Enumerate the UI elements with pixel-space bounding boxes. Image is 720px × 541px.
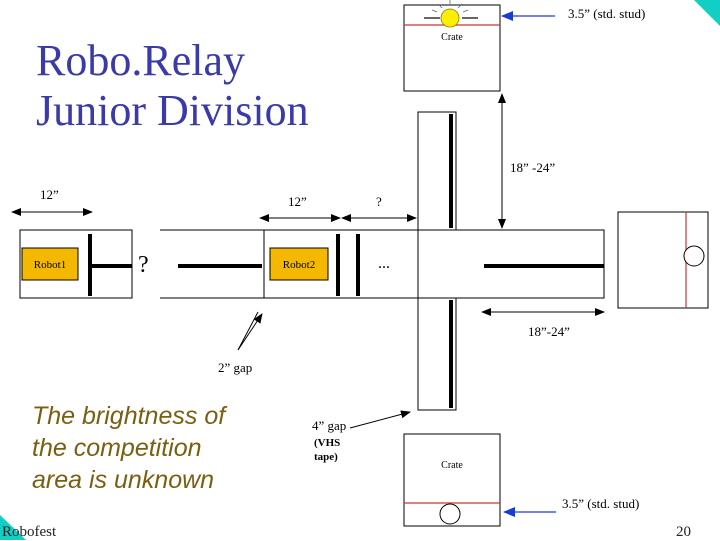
unknown-gap-label: ?: [376, 194, 382, 209]
bottom-stud-label: 3.5” (std. stud): [562, 496, 639, 511]
vhs-line2: tape): [314, 451, 338, 463]
bottom-left-corner-accent: [0, 515, 26, 540]
four-inch-gap-arrow: [349, 410, 411, 429]
middle-track: Robot2 ...: [263, 229, 419, 299]
first-gap-label: 12”: [40, 187, 59, 202]
brightness-note: The brightness of the competition area i…: [32, 400, 225, 496]
robot2: [269, 247, 329, 281]
page-number: 20: [676, 524, 691, 540]
title-line-2: Junior Division: [36, 86, 309, 135]
top-stud-label: 3.5” (std. stud): [568, 6, 645, 21]
top-crate-label: Crate: [441, 32, 463, 43]
track-cross: [417, 111, 605, 411]
footer-organization: Robofest: [2, 524, 57, 540]
robot1: [21, 247, 79, 281]
two-inch-gap-arrow: [237, 313, 263, 351]
light-bulb-icon: [431, 0, 469, 28]
robot1-label: Robot1: [34, 259, 66, 271]
note-line-1: The brightness of: [32, 402, 226, 430]
note-line-3: area is unknown: [32, 466, 215, 494]
slide-title: Robo.Relay Junior Division: [36, 36, 309, 136]
four-inch-gap-label: 4” gap: [312, 418, 346, 433]
right-crate-light-icon: [683, 245, 705, 267]
two-inch-gap-label: 2” gap: [218, 360, 252, 375]
bottom-crate-label: Crate: [441, 460, 463, 471]
right-crate: [617, 211, 709, 309]
note-line-2: the competition: [32, 434, 202, 462]
unknown-section-mark: ?: [138, 252, 149, 278]
second-gap-label: 12”: [288, 194, 307, 209]
left-track: Robot1: [19, 229, 133, 299]
ellipsis-mark: ...: [378, 255, 390, 272]
vertical-distance-label: 18” -24”: [510, 160, 555, 175]
top-crate: Crate: [403, 0, 501, 92]
bottom-crate: Crate: [403, 433, 501, 527]
vhs-line1: (VHS: [314, 437, 340, 449]
robot2-label: Robot2: [283, 259, 315, 271]
title-line-1: Robo.Relay: [36, 36, 245, 85]
bottom-crate-light-icon: [439, 503, 461, 525]
horizontal-distance-label: 18”-24”: [528, 324, 570, 339]
top-right-corner-accent: [694, 0, 720, 26]
